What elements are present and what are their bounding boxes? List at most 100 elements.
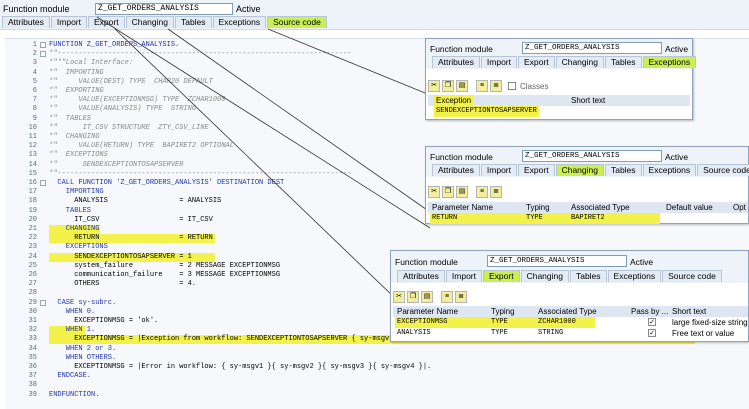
delete-row-icon[interactable]: ≣: [455, 291, 467, 303]
code-line[interactable]: 2*"-------------------------------------…: [5, 50, 749, 59]
delete-row-icon[interactable]: ≣: [490, 186, 502, 198]
param-typing[interactable]: TYPE: [491, 318, 508, 326]
tab-attributes[interactable]: Attributes: [432, 164, 480, 176]
tab-source-code[interactable]: Source code: [267, 16, 327, 28]
tab-export[interactable]: Export: [518, 164, 555, 176]
code-line[interactable]: 28: [5, 289, 749, 298]
insert-row-icon[interactable]: ≡: [476, 80, 488, 92]
paste-icon[interactable]: ▤: [421, 291, 433, 303]
fold-toggle-icon[interactable]: [40, 299, 46, 306]
code-line[interactable]: 24 SENDEXCEPTIONTOSAPSERVER = 1: [5, 252, 749, 262]
cut-icon[interactable]: ✂: [428, 80, 440, 92]
tab-exceptions[interactable]: Exceptions: [642, 56, 697, 68]
copy-icon[interactable]: ❐: [407, 291, 419, 303]
code-line[interactable]: 21 CHANGING: [5, 225, 749, 234]
pass-by-value-checkbox[interactable]: ✓: [648, 329, 656, 337]
code-line[interactable]: 6*" EXPORTING: [5, 87, 749, 96]
tab-attributes[interactable]: Attributes: [432, 56, 480, 68]
table-row[interactable]: RETURN TYPE BAPIRET2: [428, 213, 748, 224]
copy-icon[interactable]: ❐: [442, 186, 454, 198]
paste-icon[interactable]: ▤: [456, 80, 468, 92]
code-line[interactable]: 11*" CHANGING: [5, 133, 749, 142]
code-line[interactable]: 30 WHEN 0.: [5, 308, 749, 317]
code-line[interactable]: 5*" VALUE(DEST) TYPE CHAR20 DEFAULT: [5, 78, 749, 87]
fold-toggle-icon[interactable]: [40, 180, 46, 186]
code-line[interactable]: 26 communication_failure = 3 MESSAGE EXC…: [5, 271, 749, 280]
code-line[interactable]: 18 ANALYSIS = ANALYSIS: [5, 197, 749, 206]
code-line[interactable]: 8*" VALUE(ANALYSIS) TYPE STRING: [5, 105, 749, 114]
insert-row-icon[interactable]: ≡: [476, 186, 488, 198]
tab-import[interactable]: Import: [50, 16, 87, 28]
param-name[interactable]: ANALYSIS: [397, 329, 431, 337]
code-line[interactable]: 20 IT_CSV = IT_CSV: [5, 216, 749, 225]
code-line[interactable]: 10*" IT_CSV STRUCTURE ZTY_CSV_LINE: [5, 124, 749, 133]
code-line[interactable]: 32 WHEN 1.: [5, 326, 749, 336]
tab-import[interactable]: Import: [480, 56, 517, 68]
delete-row-icon[interactable]: ≣: [490, 80, 502, 92]
code-line[interactable]: 38: [5, 381, 749, 390]
code-line[interactable]: 15*"------------------------------------…: [5, 170, 749, 179]
tab-export[interactable]: Export: [88, 16, 125, 28]
code-line[interactable]: 31 EXCEPTIONMSG = 'ok'.: [5, 317, 749, 326]
table-row[interactable]: EXCEPTIONMSG TYPE ZCHAR1000 ✓ large fixe…: [393, 317, 748, 328]
param-name[interactable]: RETURN: [432, 214, 458, 222]
code-line[interactable]: 9*" TABLES: [5, 115, 749, 124]
code-line[interactable]: 27 OTHERS = 4.: [5, 280, 749, 289]
table-row[interactable]: ANALYSIS TYPE STRING ✓ Free text or valu…: [393, 328, 748, 339]
param-type[interactable]: BAPIRET2: [571, 214, 605, 222]
code-line[interactable]: 4*" IMPORTING: [5, 69, 749, 78]
tab-changing[interactable]: Changing: [555, 164, 604, 176]
copy-icon[interactable]: ❐: [442, 80, 454, 92]
tab-changing[interactable]: Changing: [125, 16, 174, 28]
cut-icon[interactable]: ✂: [393, 291, 405, 303]
code-line[interactable]: 14*" SENDEXCEPTIONTOSAPSERVER: [5, 161, 749, 170]
code-line[interactable]: 13*" EXCEPTIONS: [5, 151, 749, 160]
param-type[interactable]: ZCHAR1000: [538, 318, 576, 326]
tab-export[interactable]: Export: [518, 56, 555, 68]
paste-icon[interactable]: ▤: [456, 186, 468, 198]
tab-exceptions[interactable]: Exceptions: [642, 164, 697, 176]
table-row[interactable]: SENDEXCEPTIONTOSAPSERVER: [428, 106, 690, 117]
code-line[interactable]: 37 ENDCASE.: [5, 372, 749, 381]
tab-changing[interactable]: Changing: [520, 270, 569, 282]
function-module-field[interactable]: Z_GET_ORDERS_ANALYSIS: [95, 3, 233, 15]
insert-row-icon[interactable]: ≡: [441, 291, 453, 303]
code-line[interactable]: 36 EXCEPTIONMSG = |Error in workflow: { …: [5, 363, 749, 372]
tab-import[interactable]: Import: [445, 270, 482, 282]
param-typing[interactable]: TYPE: [526, 214, 543, 222]
tab-tables[interactable]: Tables: [569, 270, 607, 282]
code-line[interactable]: 19 TABLES: [5, 207, 749, 216]
tab-export[interactable]: Export: [483, 270, 520, 282]
param-name[interactable]: EXCEPTIONMSG: [397, 318, 448, 326]
tab-tables[interactable]: Tables: [604, 56, 642, 68]
tab-attributes[interactable]: Attributes: [2, 16, 50, 28]
pass-by-value-checkbox[interactable]: ✓: [648, 318, 656, 326]
fm-field[interactable]: Z_GET_ORDERS_ANALYSIS: [522, 42, 662, 54]
classes-checkbox[interactable]: [508, 82, 516, 90]
tab-tables[interactable]: Tables: [174, 16, 212, 28]
fold-toggle-icon[interactable]: [40, 51, 46, 58]
code-line[interactable]: 25 system_failure = 2 MESSAGE EXCEPTIONM…: [5, 262, 749, 271]
fold-toggle-icon[interactable]: [40, 42, 46, 48]
code-line[interactable]: 7*" VALUE(EXCEPTIONMSG) TYPE ZCHAR1000: [5, 96, 749, 105]
code-line[interactable]: 17 IMPORTING: [5, 188, 749, 197]
param-type[interactable]: STRING: [538, 329, 564, 337]
tab-tables[interactable]: Tables: [604, 164, 642, 176]
code-line[interactable]: 29 CASE sy-subrc.: [5, 299, 749, 308]
tab-import[interactable]: Import: [480, 164, 517, 176]
code-line[interactable]: 34 WHEN 2 or 3.: [5, 345, 749, 354]
param-typing[interactable]: TYPE: [491, 329, 508, 337]
tab-source-code[interactable]: Source code: [697, 164, 749, 176]
code-line[interactable]: 23 EXCEPTIONS: [5, 243, 749, 252]
code-line[interactable]: 35 WHEN OTHERS.: [5, 354, 749, 363]
fm-field[interactable]: Z_GET_ORDERS_ANALYSIS: [487, 255, 627, 267]
tab-exceptions[interactable]: Exceptions: [212, 16, 267, 28]
tab-changing[interactable]: Changing: [555, 56, 604, 68]
exception-name[interactable]: SENDEXCEPTIONTOSAPSERVER: [434, 106, 539, 117]
tab-source-code[interactable]: Source code: [662, 270, 722, 282]
tab-exceptions[interactable]: Exceptions: [607, 270, 662, 282]
code-line[interactable]: 22 RETURN = RETURN: [5, 234, 749, 244]
tab-attributes[interactable]: Attributes: [397, 270, 445, 282]
